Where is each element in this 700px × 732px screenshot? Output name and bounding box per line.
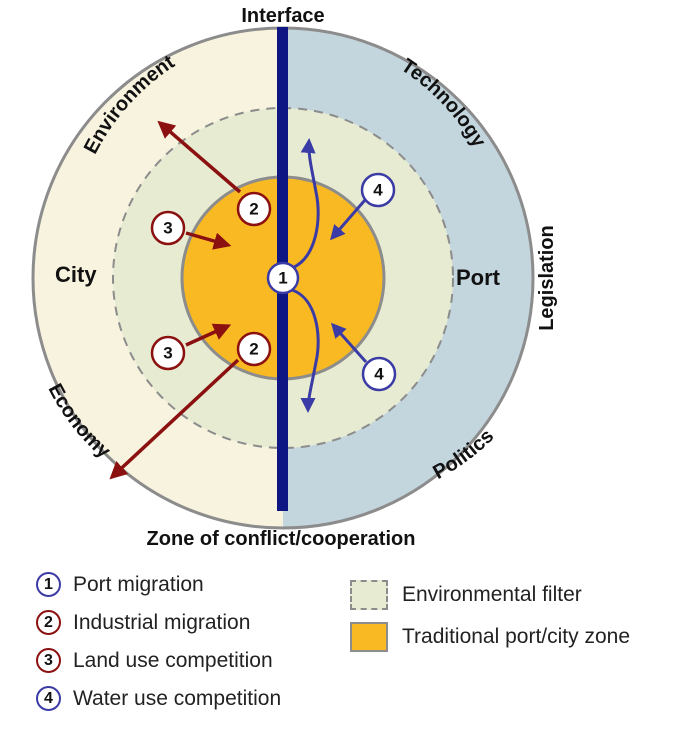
svg-text:2: 2	[249, 200, 258, 219]
industrial-migration-arrow-down	[109, 358, 240, 480]
svg-text:3: 3	[163, 344, 172, 363]
city-label: City	[55, 262, 97, 287]
legend-item-land-use: 3 Land use competition	[36, 648, 273, 673]
legend-marker-2: 2	[36, 610, 61, 635]
legend-label: Traditional port/city zone	[402, 625, 630, 648]
svg-text:4: 4	[373, 181, 383, 200]
svg-text:2: 2	[249, 340, 258, 359]
zone-label: Zone of conflict/cooperation	[147, 528, 416, 550]
svg-text:3: 3	[163, 219, 172, 238]
legend-label: Environmental filter	[402, 583, 582, 606]
marker-4-lower: 4	[361, 356, 397, 392]
legend-label: Port migration	[73, 572, 204, 596]
marker-2-upper: 2	[236, 191, 272, 227]
land-use-arrow-lower	[185, 323, 232, 347]
legend-item-traditional-zone: Traditional port/city zone	[350, 622, 630, 652]
traditional-zone-swatch	[350, 622, 388, 652]
legend-label: Industrial migration	[73, 610, 251, 634]
legend-marker-4: 4	[36, 686, 61, 711]
port-migration-arrow-up	[291, 138, 320, 270]
port-label: Port	[456, 265, 501, 290]
legend-item-industrial-migration: 2 Industrial migration	[36, 610, 250, 635]
legend-marker-3: 3	[36, 648, 61, 673]
legend-label: Water use competition	[73, 686, 282, 710]
legend-item-environmental-filter: Environmental filter	[350, 580, 582, 610]
interface-label: Interface	[241, 5, 324, 27]
port-migration-arrow-down	[291, 288, 320, 413]
svg-text:4: 4	[374, 365, 384, 384]
marker-1: 1	[266, 261, 300, 295]
legend-item-port-migration: 1 Port migration	[36, 572, 204, 597]
marker-2-lower: 2	[236, 331, 272, 367]
marker-3-lower: 3	[150, 335, 186, 371]
legend-label: Land use competition	[73, 648, 273, 672]
marker-4-upper: 4	[360, 172, 396, 208]
environmental-filter-swatch	[350, 580, 388, 610]
industrial-migration-arrow-up	[157, 120, 242, 194]
legislation-label: Legislation	[536, 225, 558, 331]
legend-item-water-use: 4 Water use competition	[36, 686, 281, 711]
water-use-arrow-upper	[330, 199, 367, 241]
marker-3-upper: 3	[150, 210, 186, 246]
land-use-arrow-upper	[185, 231, 232, 250]
legend-marker-1: 1	[36, 572, 61, 597]
water-use-arrow-lower	[331, 322, 368, 363]
svg-text:1: 1	[278, 269, 287, 288]
port-city-diagram: 1 2 2 3 3 4 4 Interface Zone of conflict…	[31, 5, 558, 550]
